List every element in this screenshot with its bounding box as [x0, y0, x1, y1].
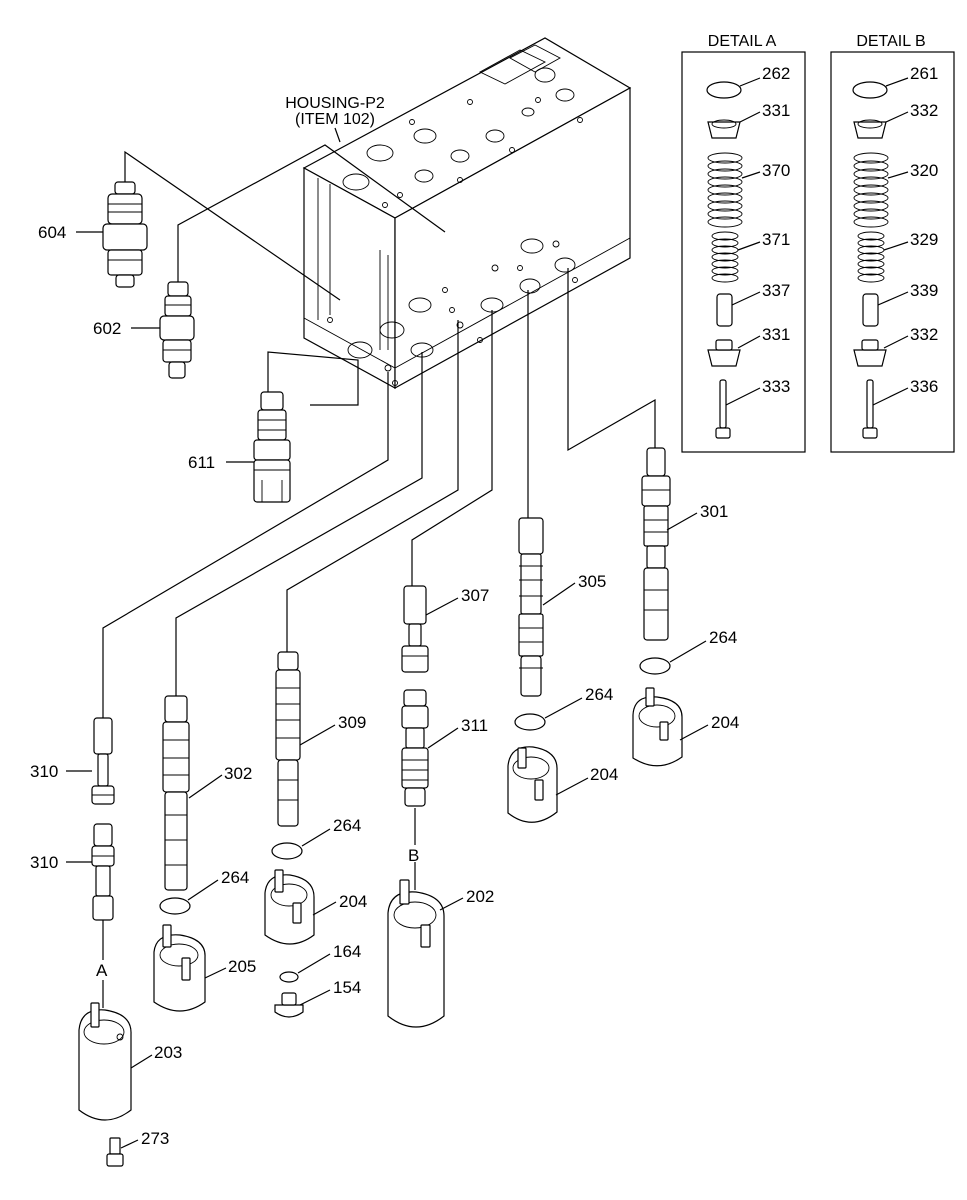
spool-309 — [275, 651, 301, 827]
callout-leaders — [66, 231, 709, 1149]
detail-b-332-bottom: 332 — [910, 325, 938, 344]
detail-b-box — [830, 51, 955, 453]
callout-310-lower: 310 — [30, 853, 58, 872]
callout-264-a: 264 — [709, 628, 737, 647]
o-ring-164 — [279, 971, 299, 983]
detail-b-332-top: 332 — [910, 101, 938, 120]
callout-204-b: 204 — [590, 765, 618, 784]
cartridge-604 — [102, 181, 148, 288]
detail-b-261: 261 — [910, 64, 938, 83]
o-ring-264-b — [514, 713, 546, 731]
callout-202: 202 — [466, 887, 494, 906]
detail-a-337: 337 — [762, 281, 790, 300]
cap-202 — [387, 879, 445, 1028]
callout-309: 309 — [338, 713, 366, 732]
spool-301 — [641, 447, 671, 641]
cartridge-602 — [159, 281, 195, 379]
spool-310-upper — [91, 717, 115, 805]
housing-label-line1: HOUSING-P2 — [285, 95, 385, 112]
callout-264-b: 264 — [585, 685, 613, 704]
o-ring-264-c — [271, 842, 303, 860]
marker-a: A — [96, 961, 108, 980]
housing-label-line2: (ITEM 102) — [295, 111, 375, 128]
cap-205 — [153, 924, 206, 1012]
cap-204-a — [632, 687, 683, 767]
spool-311 — [401, 689, 429, 807]
housing-block — [302, 37, 632, 390]
callout-311: 311 — [461, 716, 488, 735]
callout-204-a: 204 — [711, 713, 739, 732]
callout-301: 301 — [700, 502, 728, 521]
spool-307 — [401, 585, 429, 673]
callout-602: 602 — [93, 319, 121, 338]
cartridge-611 — [253, 391, 291, 503]
plug-154 — [274, 992, 304, 1018]
callout-302: 302 — [224, 764, 252, 783]
callout-264-c: 264 — [333, 816, 361, 835]
spool-302 — [162, 695, 190, 891]
detail-b-339: 339 — [910, 281, 938, 300]
callout-203: 203 — [154, 1043, 182, 1062]
detail-a-371: 371 — [762, 230, 790, 249]
callout-164: 164 — [333, 942, 361, 961]
callout-205: 205 — [228, 957, 256, 976]
o-ring-264-d — [159, 897, 191, 915]
detail-a-box — [681, 51, 806, 453]
detail-b-320: 320 — [910, 161, 938, 180]
cap-204-b — [507, 746, 558, 823]
callout-604: 604 — [38, 223, 66, 242]
housing-leader-line — [334, 127, 341, 143]
detail-b-336: 336 — [910, 377, 938, 396]
spool-310-lower — [91, 823, 115, 921]
bolt-273 — [106, 1137, 124, 1167]
spool-305 — [518, 517, 544, 697]
o-ring-264-a — [639, 657, 671, 675]
callout-307: 307 — [461, 586, 489, 605]
callout-310-upper: 310 — [30, 762, 58, 781]
connection-lines — [102, 144, 656, 1008]
detail-a-331-bottom: 331 — [762, 325, 790, 344]
marker-b: B — [408, 846, 419, 865]
detail-a-370: 370 — [762, 161, 790, 180]
cap-204-c — [264, 869, 315, 945]
detail-a-panel: DETAIL A — [681, 33, 806, 453]
callout-611: 611 — [188, 453, 215, 472]
detail-b-panel: DETAIL B — [830, 33, 955, 453]
detail-b-329: 329 — [910, 230, 938, 249]
callout-204-c: 204 — [339, 892, 367, 911]
cap-203 — [78, 1002, 132, 1121]
detail-a-262: 262 — [762, 64, 790, 83]
detail-a-333: 333 — [762, 377, 790, 396]
callout-154: 154 — [333, 978, 361, 997]
detail-b-title: DETAIL B — [856, 33, 925, 50]
detail-a-331-top: 331 — [762, 101, 790, 120]
callout-305: 305 — [578, 572, 606, 591]
callout-273: 273 — [141, 1129, 169, 1148]
callout-264-d: 264 — [221, 868, 249, 887]
detail-a-title: DETAIL A — [708, 33, 777, 50]
